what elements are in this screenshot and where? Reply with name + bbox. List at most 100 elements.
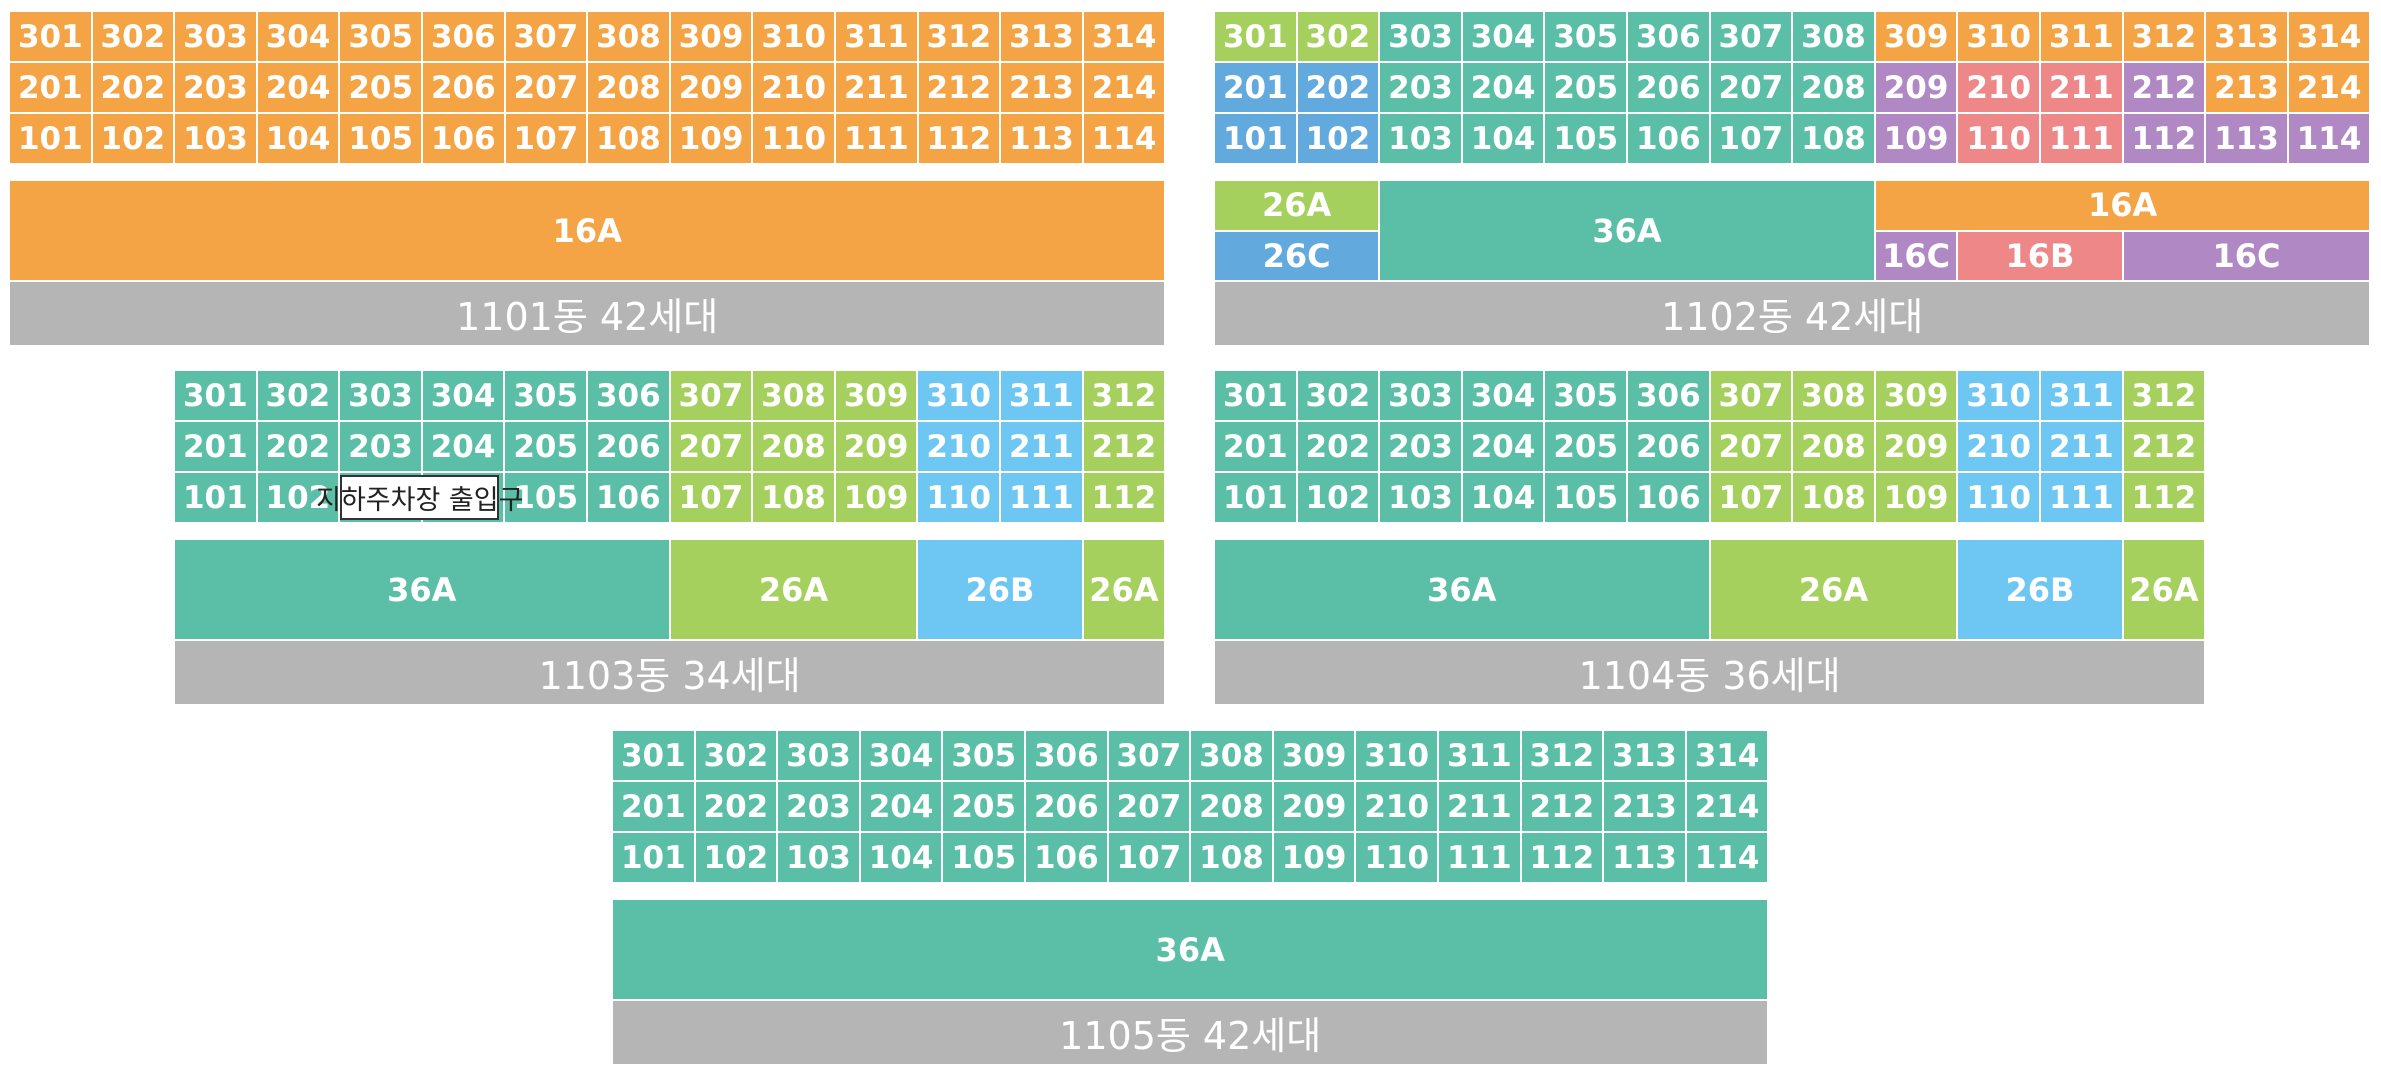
unit-cell: 202 bbox=[1297, 63, 1381, 114]
unit-cell: 301 bbox=[10, 12, 93, 63]
unit-cell: 312 bbox=[1521, 731, 1605, 782]
unit-cell: 203 bbox=[778, 782, 861, 833]
unit-cell: 105 bbox=[943, 833, 1026, 884]
unit-cell: 109 bbox=[670, 114, 754, 165]
unit-cell: 302 bbox=[257, 371, 341, 422]
unit-cell: 303 bbox=[1380, 12, 1463, 63]
unit-cell: 303 bbox=[778, 731, 861, 782]
unit-cell: 212 bbox=[1083, 422, 1167, 473]
unit-cell: 102 bbox=[1297, 473, 1381, 524]
unit-cell: 112 bbox=[2123, 473, 2207, 524]
unit-cell: 312 bbox=[1083, 371, 1167, 422]
unit-type-block: 16B bbox=[1958, 231, 2124, 282]
unit-cell: 303 bbox=[340, 371, 423, 422]
unit-cell: 207 bbox=[1108, 782, 1192, 833]
unit-cell: 204 bbox=[1462, 422, 1546, 473]
unit-cell: 110 bbox=[1356, 833, 1439, 884]
unit-cell: 112 bbox=[1521, 833, 1605, 884]
unit-type-block: 26A bbox=[2123, 540, 2207, 641]
unit-cell: 113 bbox=[2206, 114, 2289, 165]
unit-type-block: 26B bbox=[1958, 540, 2124, 641]
unit-cell: 205 bbox=[505, 422, 588, 473]
unit-cell: 308 bbox=[1793, 12, 1876, 63]
unit-cell: 302 bbox=[695, 731, 779, 782]
unit-cell: 109 bbox=[1273, 833, 1357, 884]
unit-cell: 304 bbox=[1462, 371, 1546, 422]
unit-cell: 104 bbox=[1462, 473, 1546, 524]
unit-cell: 201 bbox=[1215, 422, 1298, 473]
parking-entrance-label: 지하주차장 출입구 bbox=[316, 475, 523, 520]
unit-cell: 114 bbox=[1686, 833, 1770, 884]
unit-cell: 106 bbox=[1628, 473, 1711, 524]
unit-cell: 206 bbox=[423, 63, 506, 114]
unit-cell: 203 bbox=[175, 63, 258, 114]
unit-cell: 301 bbox=[1215, 371, 1298, 422]
unit-cell: 205 bbox=[340, 63, 423, 114]
unit-cell: 313 bbox=[1001, 12, 1084, 63]
unit-cell: 211 bbox=[1439, 782, 1522, 833]
unit-cell: 207 bbox=[670, 422, 754, 473]
unit-cell: 309 bbox=[835, 371, 919, 422]
unit-cell: 102 bbox=[92, 114, 176, 165]
unit-cell: 103 bbox=[778, 833, 861, 884]
unit-type-block: 26A bbox=[670, 540, 919, 641]
unit-cell: 106 bbox=[588, 473, 671, 524]
unit-cell: 208 bbox=[1793, 422, 1876, 473]
unit-cell: 210 bbox=[753, 63, 836, 114]
unit-cell: 306 bbox=[423, 12, 506, 63]
unit-cell: 209 bbox=[1875, 422, 1959, 473]
unit-cell: 105 bbox=[340, 114, 423, 165]
unit-cell: 107 bbox=[505, 114, 589, 165]
unit-cell: 210 bbox=[1958, 63, 2041, 114]
unit-cell: 108 bbox=[1793, 473, 1876, 524]
unit-cell: 314 bbox=[1686, 731, 1770, 782]
unit-type-block: 16A bbox=[1875, 181, 2372, 232]
unit-cell: 303 bbox=[1380, 371, 1463, 422]
unit-cell: 209 bbox=[670, 63, 754, 114]
unit-cell: 213 bbox=[1604, 782, 1687, 833]
unit-cell: 213 bbox=[1001, 63, 1084, 114]
unit-type-block: 36A bbox=[175, 540, 671, 641]
unit-cell: 304 bbox=[860, 731, 944, 782]
unit-cell: 108 bbox=[1191, 833, 1274, 884]
unit-cell: 105 bbox=[1545, 473, 1628, 524]
unit-cell: 307 bbox=[1108, 731, 1192, 782]
unit-type-block: 26B bbox=[918, 540, 1084, 641]
unit-cell: 311 bbox=[836, 12, 919, 63]
unit-cell: 311 bbox=[1439, 731, 1522, 782]
unit-cell: 203 bbox=[1380, 63, 1463, 114]
unit-cell: 210 bbox=[1958, 422, 2041, 473]
unit-cell: 202 bbox=[257, 422, 341, 473]
unit-cell: 211 bbox=[836, 63, 919, 114]
unit-cell: 206 bbox=[1026, 782, 1109, 833]
unit-cell: 312 bbox=[2123, 371, 2207, 422]
unit-cell: 111 bbox=[2041, 473, 2124, 524]
unit-cell: 211 bbox=[2041, 422, 2124, 473]
building-label: 1102동 42세대 bbox=[1215, 282, 2370, 345]
unit-cell: 203 bbox=[340, 422, 423, 473]
unit-cell: 108 bbox=[1793, 114, 1876, 165]
unit-cell: 105 bbox=[1545, 114, 1628, 165]
unit-cell: 209 bbox=[835, 422, 919, 473]
unit-cell: 305 bbox=[1545, 12, 1628, 63]
unit-cell: 301 bbox=[175, 371, 258, 422]
unit-cell: 101 bbox=[1215, 473, 1298, 524]
unit-cell: 302 bbox=[92, 12, 176, 63]
unit-cell: 108 bbox=[753, 473, 836, 524]
unit-cell: 304 bbox=[422, 371, 506, 422]
unit-cell: 114 bbox=[1083, 114, 1167, 165]
building-label: 1104동 36세대 bbox=[1215, 641, 2205, 704]
unit-type-block: 36A bbox=[1380, 181, 1876, 282]
unit-cell: 313 bbox=[1604, 731, 1687, 782]
unit-cell: 102 bbox=[1297, 114, 1381, 165]
unit-cell: 109 bbox=[1875, 114, 1959, 165]
unit-cell: 210 bbox=[918, 422, 1001, 473]
unit-cell: 207 bbox=[1710, 422, 1794, 473]
unit-cell: 112 bbox=[2123, 114, 2207, 165]
unit-cell: 106 bbox=[1026, 833, 1109, 884]
unit-cell: 308 bbox=[1793, 371, 1876, 422]
unit-cell: 201 bbox=[1215, 63, 1298, 114]
unit-cell: 103 bbox=[175, 114, 258, 165]
unit-cell: 205 bbox=[943, 782, 1026, 833]
unit-cell: 204 bbox=[422, 422, 506, 473]
